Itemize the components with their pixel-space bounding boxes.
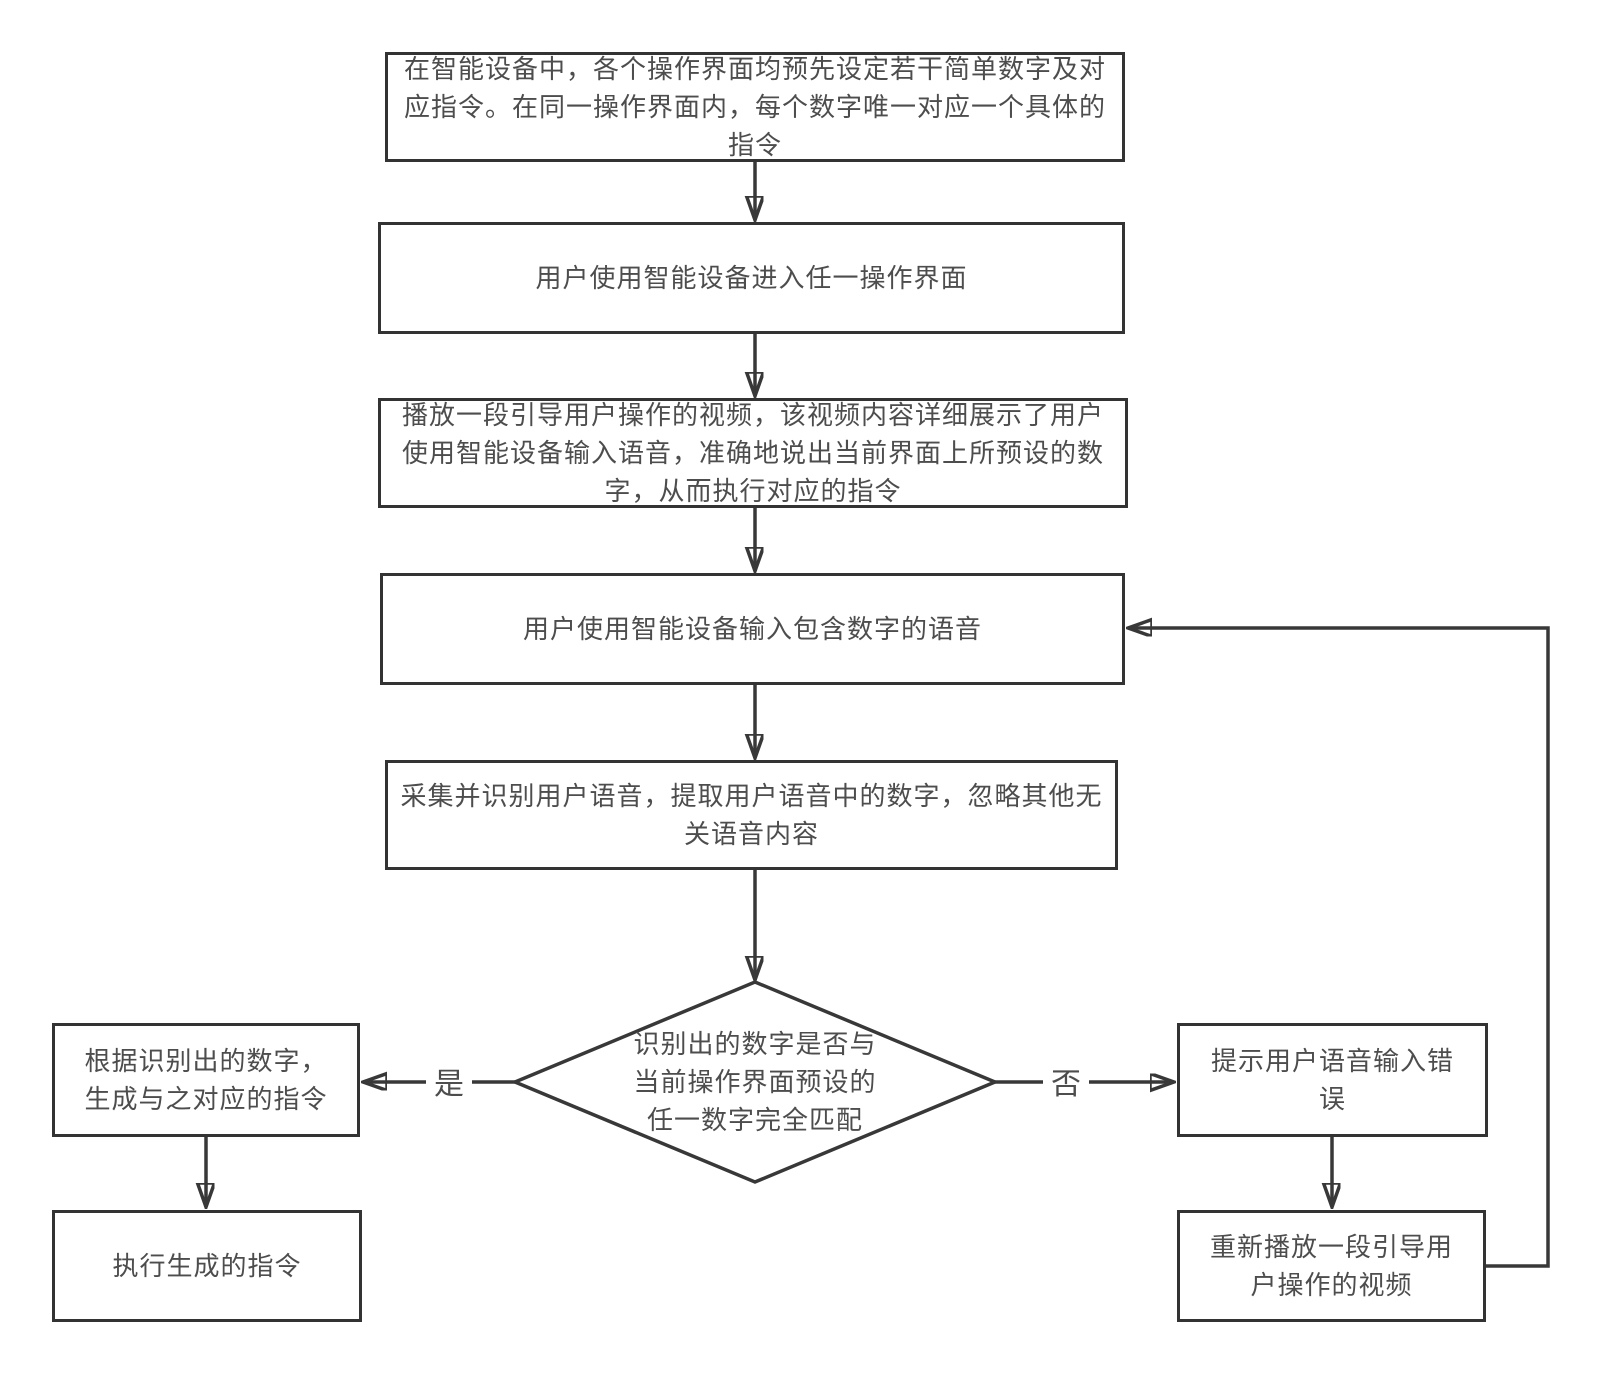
node-replay-video-label: 重新播放一段引导用 户操作的视频 [1209, 1232, 1453, 1300]
node-play-guide-video-label: 播放一段引导用户操作的视频，该视频内容详细展示了用户 使用智能设备输入语音，准确… [401, 400, 1104, 506]
node-preset-numbers: 在智能设备中，各个操作界面均预先设定若干简单数字及对 应指令。在同一操作界面内，… [385, 52, 1125, 162]
decision-diamond-shape [510, 980, 1000, 1184]
node-enter-interface-label: 用户使用智能设备进入任一操作界面 [535, 263, 968, 293]
node-recognize-voice-label: 采集并识别用户语音，提取用户语音中的数字，忽略其他无 关语音内容 [400, 781, 1103, 849]
node-play-guide-video: 播放一段引导用户操作的视频，该视频内容详细展示了用户 使用智能设备输入语音，准确… [378, 398, 1128, 508]
node-prompt-error: 提示用户语音输入错 误 [1177, 1023, 1488, 1137]
node-recognize-voice: 采集并识别用户语音，提取用户语音中的数字，忽略其他无 关语音内容 [385, 760, 1118, 870]
node-execute-command: 执行生成的指令 [52, 1210, 362, 1322]
edge-label-yes: 是 [426, 1057, 472, 1105]
node-input-voice: 用户使用智能设备输入包含数字的语音 [380, 573, 1125, 685]
node-replay-video: 重新播放一段引导用 户操作的视频 [1177, 1210, 1486, 1322]
node-generate-command: 根据识别出的数字， 生成与之对应的指令 [52, 1023, 360, 1137]
node-generate-command-label: 根据识别出的数字， 生成与之对应的指令 [84, 1046, 328, 1114]
node-preset-numbers-label: 在智能设备中，各个操作界面均预先设定若干简单数字及对 应指令。在同一操作界面内，… [403, 54, 1106, 160]
decision-diamond-label: 识别出的数字是否与 当前操作界面预设的 任一数字完全匹配 [633, 1029, 877, 1135]
edge-label-no: 否 [1043, 1057, 1089, 1105]
node-enter-interface: 用户使用智能设备进入任一操作界面 [378, 222, 1125, 334]
node-prompt-error-label: 提示用户语音输入错 误 [1210, 1046, 1454, 1114]
node-execute-command-label: 执行生成的指令 [112, 1251, 302, 1281]
node-input-voice-label: 用户使用智能设备输入包含数字的语音 [522, 614, 982, 644]
feedback-loop-replay-to-inputvoice [1128, 628, 1550, 1268]
